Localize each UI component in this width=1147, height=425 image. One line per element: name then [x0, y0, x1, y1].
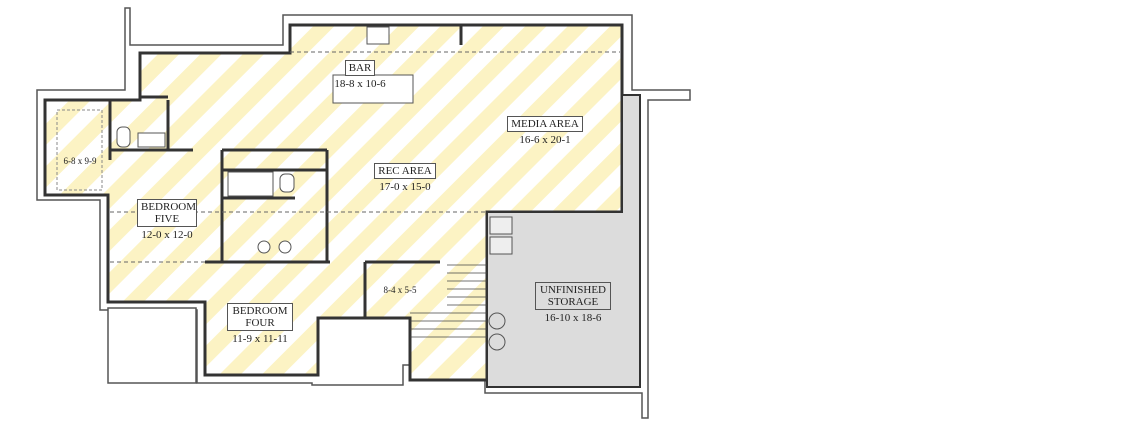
- toilet-icon: [279, 173, 295, 193]
- bar-island: [332, 74, 414, 104]
- room-label-bedroom-five: BEDROOM FIVE 12-0 x 12-0: [127, 199, 207, 241]
- room-label-bedroom-four: BEDROOM FOUR 11-9 x 11-11: [220, 303, 300, 345]
- room-size: 6-8 x 9-9: [63, 156, 97, 166]
- washer-icon: [489, 216, 513, 235]
- room-size: 16-10 x 18-6: [544, 312, 602, 324]
- room-size: 18-8 x 10-6: [334, 78, 386, 90]
- dryer-icon: [489, 236, 513, 255]
- room-label-media-area: MEDIA AREA 16-6 x 20-1: [500, 116, 590, 146]
- ceiling-lines: [110, 51, 620, 263]
- room-size: 12-0 x 12-0: [141, 229, 193, 241]
- sink-icon: [137, 132, 166, 148]
- room-name: REC AREA: [374, 163, 436, 179]
- room-label-unfinished-storage: UNFINISHED STORAGE 16-10 x 18-6: [528, 282, 618, 324]
- interior-walls: [108, 25, 463, 318]
- room-name: BEDROOM FIVE: [137, 199, 197, 227]
- shower-icon: [227, 171, 274, 197]
- room-label-rec-area: REC AREA 17-0 x 15-0: [365, 163, 445, 193]
- unexcavated-area: [107, 307, 197, 384]
- toilet-icon: [116, 126, 131, 148]
- room-name: BAR: [344, 60, 376, 76]
- unfinished-storage-area: [486, 94, 641, 388]
- room-size: 16-6 x 20-1: [519, 134, 571, 146]
- room-name: MEDIA AREA: [507, 116, 583, 132]
- sink-icon: [257, 240, 271, 254]
- finished-area: [43, 23, 624, 382]
- water-heater-icon: [488, 312, 506, 330]
- room-label-bar: BAR 18-8 x 10-6: [330, 60, 390, 90]
- closet-shelving: [56, 109, 103, 191]
- room-name: BEDROOM FOUR: [227, 303, 293, 331]
- room-size: 11-9 x 11-11: [232, 333, 288, 345]
- stairs: [410, 264, 487, 338]
- sink-icon: [278, 240, 292, 254]
- water-heater-icon: [488, 333, 506, 351]
- room-size: 8-4 x 5-5: [383, 285, 417, 295]
- bar-sink-icon: [366, 26, 390, 45]
- room-label-storage-closet: 8-4 x 5-5: [375, 284, 425, 296]
- room-name: UNFINISHED STORAGE: [535, 282, 611, 310]
- room-size: 17-0 x 15-0: [379, 181, 431, 193]
- room-label-closet: 6-8 x 9-9: [55, 155, 105, 167]
